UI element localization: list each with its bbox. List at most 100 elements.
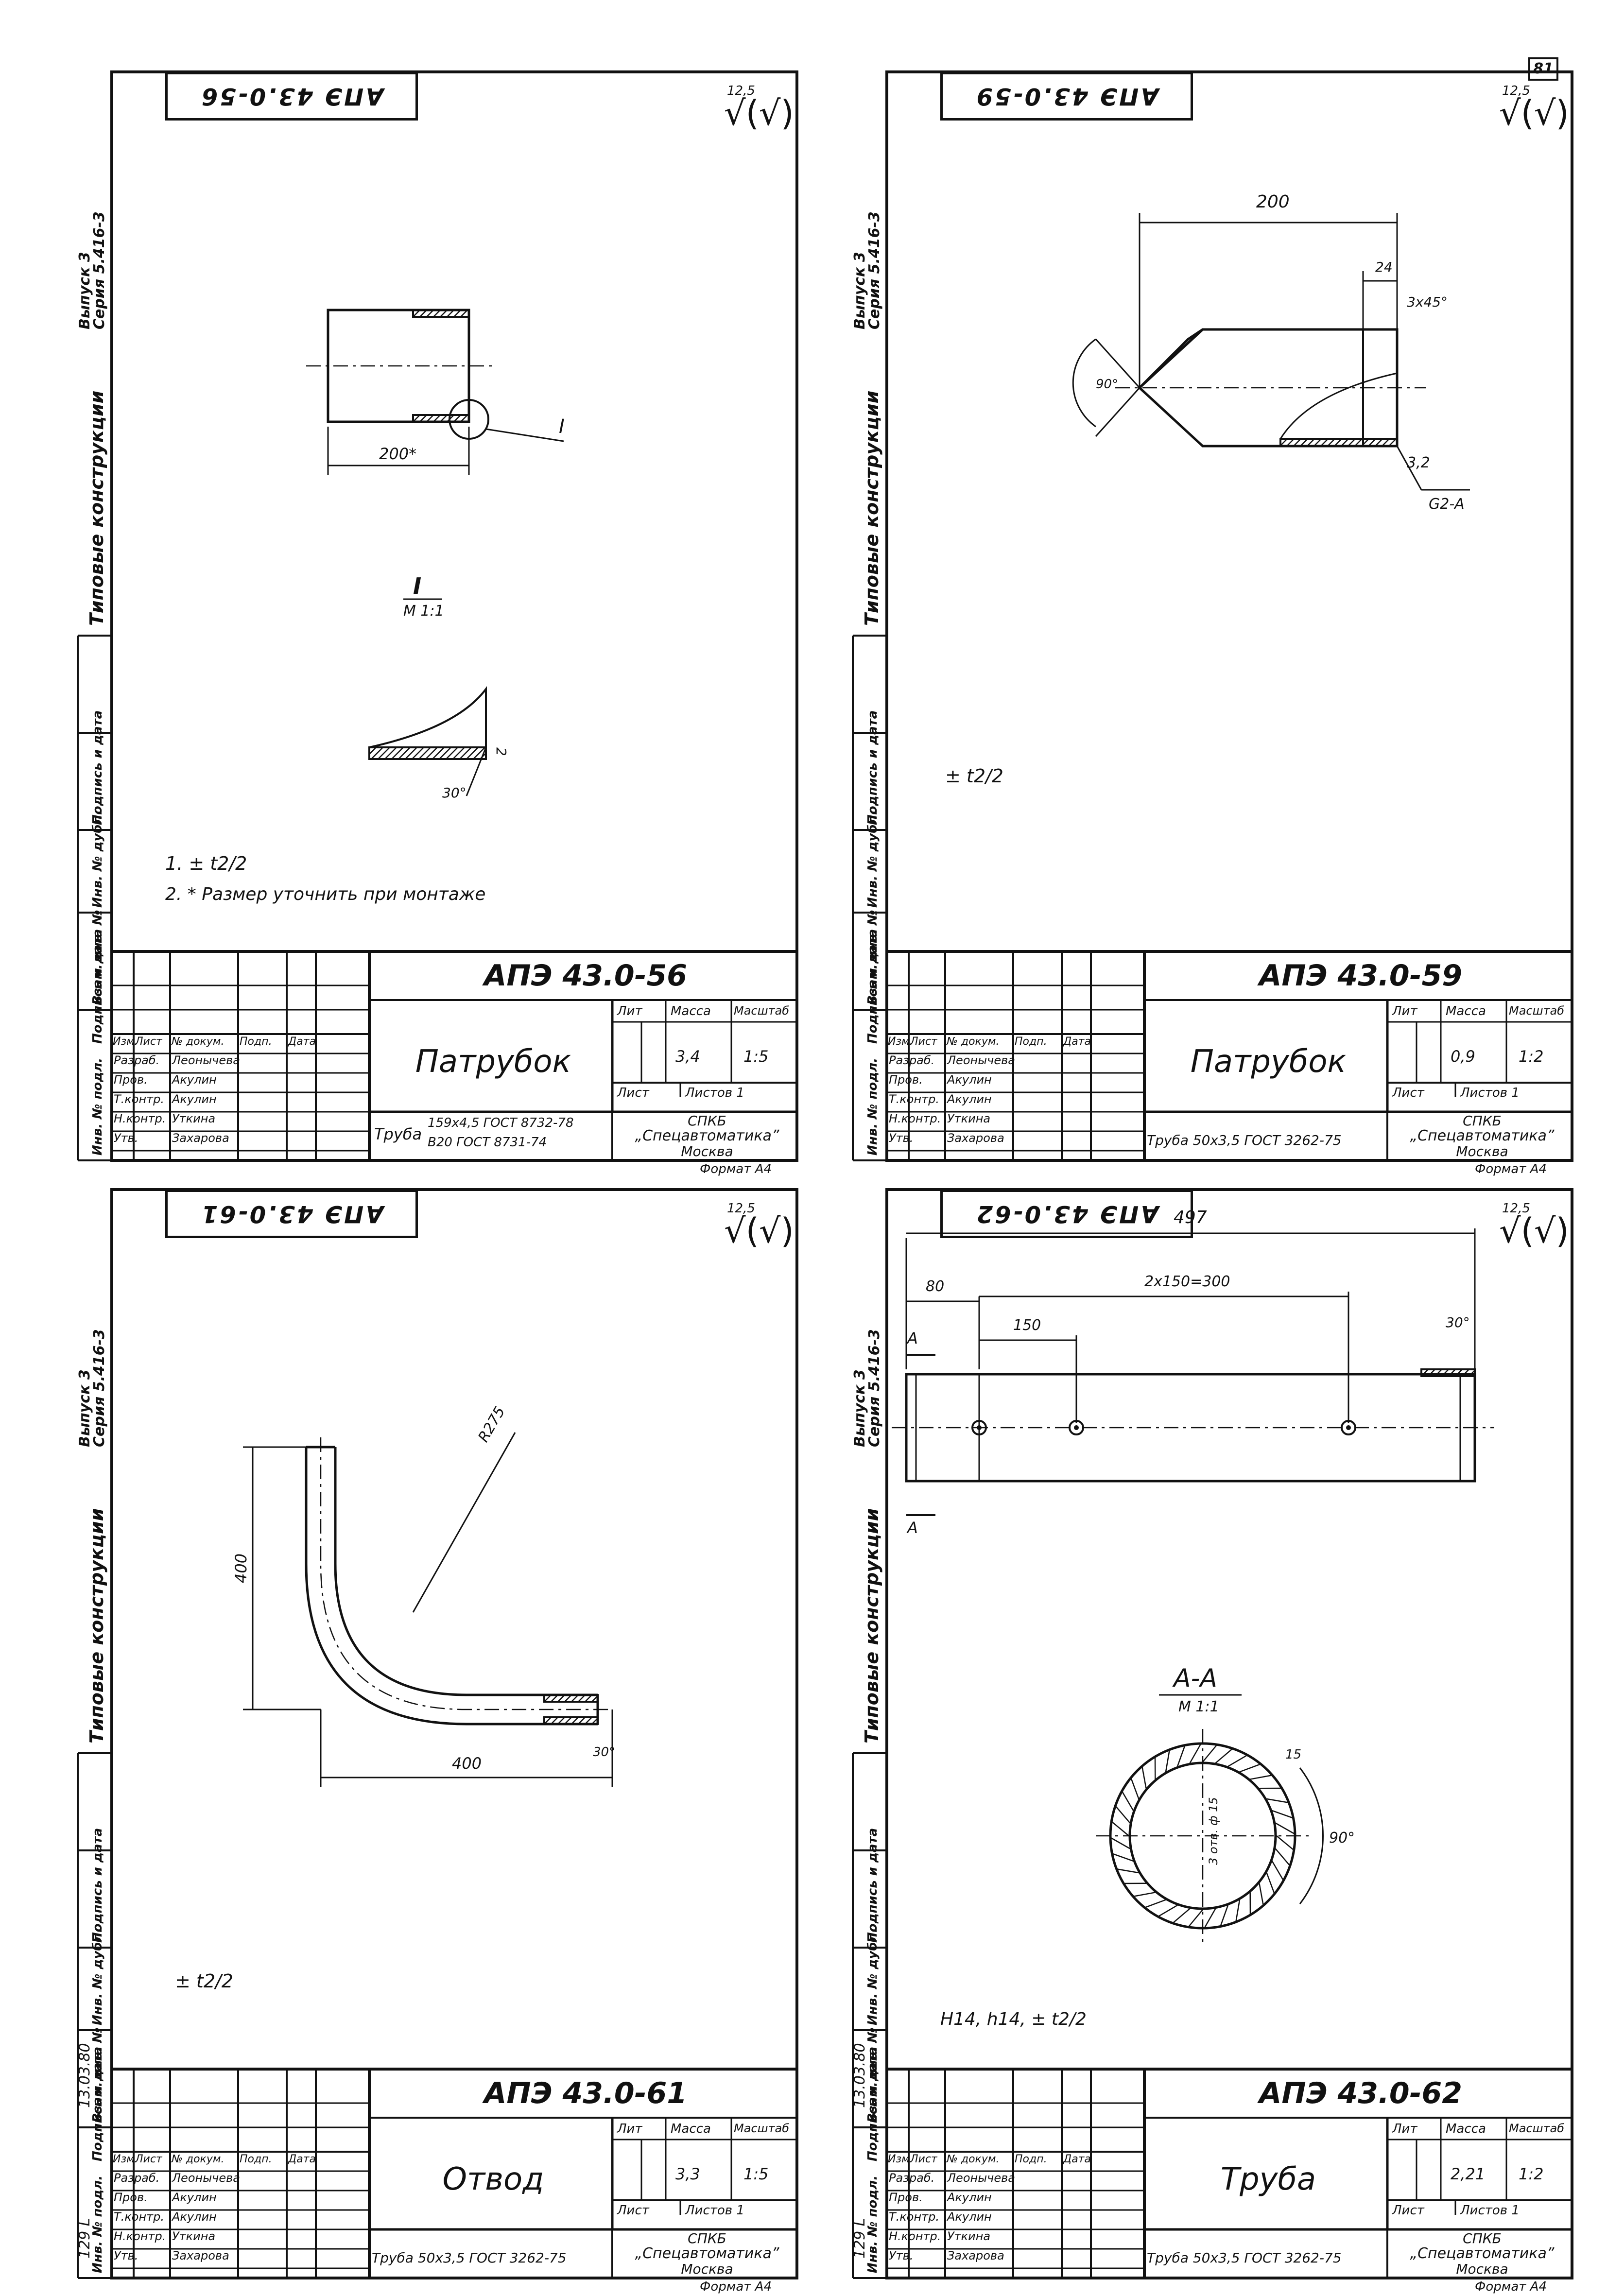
- section-scale: М 1:1: [1178, 1698, 1219, 1715]
- tb-header-3: Подп.: [240, 2153, 272, 2165]
- tb-material: Труба 50х3,5 ГОСТ 3262-75: [372, 2250, 567, 2266]
- note-1: ± t2/2: [175, 1970, 233, 1992]
- tb-role-1: Пров.: [114, 2191, 148, 2204]
- tb-format: Формат А4: [1475, 2279, 1547, 2294]
- tb-massa-label: Масса: [1446, 1004, 1486, 1019]
- tb-header-2: № докум.: [172, 2153, 225, 2165]
- hole-1-center: [977, 1425, 982, 1430]
- section-hatch-0: [1276, 1835, 1294, 1850]
- tb-material: Труба 50х3,5 ГОСТ 3262-75: [1147, 2250, 1342, 2266]
- hole-3-center: [1346, 1425, 1351, 1430]
- tb-role-0: Разраб.: [114, 1053, 160, 1067]
- tb-org-3: Москва: [681, 2261, 733, 2277]
- tb-header-1: Лист: [910, 2153, 937, 2165]
- sheet-frame: [852, 70, 1573, 1162]
- inverted-code-text: АПЭ 43.0-56: [199, 83, 384, 110]
- tb-massa-label: Масса: [671, 2122, 711, 2136]
- inverted-code-text: АПЭ 43.0-61: [199, 1200, 384, 1227]
- section-hatch-70: [1220, 1905, 1229, 1926]
- dim-chamfer: 3х45°: [1407, 294, 1448, 310]
- pipe-wall-top: [412, 309, 470, 318]
- tb-code: АПЭ 43.0-59: [1259, 959, 1462, 993]
- tb-role-4: Утв.: [889, 2249, 914, 2262]
- tb-sheets-label: Листов 1: [1460, 2203, 1520, 2218]
- tb-header-4: Дата: [288, 2153, 316, 2165]
- tb-sheets-label: Листов 1: [685, 2203, 744, 2218]
- drawing-border: [110, 70, 798, 1162]
- tb-role-1: Пров.: [889, 2191, 923, 2204]
- pipe-wall: [1420, 1368, 1476, 1377]
- tb-header-2: № докум.: [172, 1036, 225, 1048]
- tb-org-1: СПКБ: [688, 1113, 726, 1129]
- section-hatch-310: [1250, 1775, 1272, 1780]
- tb-role-3: Н.контр.: [889, 2229, 941, 2243]
- tb-org-2: „Спецавтоматика”: [635, 1127, 779, 1144]
- dim-width: 400: [452, 1754, 482, 1773]
- left-stack-label-0: Инв. № подл.: [865, 1057, 880, 1156]
- tb-role-3: Н.контр.: [889, 1112, 941, 1125]
- sidebar-series-text: Выпуск 3: [76, 1369, 93, 1447]
- section-hatch-250: [1176, 1746, 1185, 1767]
- tb-sheet-label: Лист: [617, 2203, 649, 2218]
- pipe-wall: [1279, 438, 1398, 447]
- section-hatch-150: [1117, 1868, 1139, 1874]
- detail-leader: [485, 428, 564, 442]
- tb-org-3: Москва: [1456, 1143, 1508, 1159]
- tb-org-3: Москва: [1456, 2261, 1508, 2277]
- detail-label: I: [559, 415, 565, 438]
- tb-role-3: Н.контр.: [114, 1112, 166, 1125]
- tb-name: Труба: [1220, 2161, 1316, 2197]
- tb-scale: 1:5: [743, 2165, 769, 2183]
- tb-lit-label: Лит: [617, 2122, 642, 2136]
- section-hatch-240: [1165, 1750, 1170, 1772]
- section-hatch-40: [1259, 1883, 1264, 1905]
- detail-title: I: [413, 573, 422, 599]
- section-hatch-110: [1158, 1904, 1178, 1917]
- tb-masshtab-label: Масштаб: [1509, 1004, 1565, 1018]
- tb-person-2: Акулин: [172, 1092, 217, 1106]
- page-number: 81: [1528, 57, 1558, 81]
- tb-mass: 0,9: [1451, 1047, 1475, 1066]
- section-hatch-100: [1173, 1908, 1191, 1923]
- sheet-frame: [77, 70, 798, 1162]
- tb-role-2: Т.контр.: [114, 1092, 165, 1106]
- roughness-check-icon: √(√): [724, 1211, 794, 1251]
- sidebar-seria-text: Серия 5.416-3: [866, 211, 883, 329]
- tb-sheet-label: Лист: [617, 1086, 649, 1100]
- tb-header-3: Подп.: [1015, 1036, 1047, 1048]
- section-hatch-220: [1141, 1767, 1147, 1789]
- pipe-wall-bottom: [412, 414, 470, 423]
- sidebar-typical: Типовые конструкции: [86, 390, 107, 626]
- tb-sheet-label: Лист: [1392, 1086, 1424, 1100]
- sidebar-typical: Типовые конструкции: [861, 390, 882, 626]
- dim-pitch: 2х150=300: [1144, 1273, 1230, 1290]
- tb-person-3: Уткина: [947, 2229, 991, 2243]
- note-2: 2. * Размер уточнить при монтаже: [165, 884, 486, 904]
- tb-header-0: Изм.: [888, 1036, 913, 1048]
- tb-material-1: 159х4,5 ГОСТ 8732-78: [428, 1116, 574, 1130]
- tb-role-4: Утв.: [889, 1131, 914, 1145]
- tb-material-label: Труба: [374, 1125, 422, 1143]
- inverted-code-stamp: АПЭ 43.0-62: [940, 1190, 1193, 1238]
- dim-first: 150: [1013, 1317, 1041, 1334]
- tb-header-0: Изм.: [113, 2153, 138, 2165]
- tb-role-4: Утв.: [114, 2249, 138, 2262]
- tb-material: Труба 50х3,5 ГОСТ 3262-75: [1147, 1132, 1342, 1148]
- tb-role-2: Т.контр.: [114, 2210, 165, 2224]
- dim-depth: 15: [1285, 1747, 1302, 1762]
- sidebar-typical: Типовые конструкции: [86, 1508, 107, 1744]
- section-hatch-340: [1272, 1810, 1293, 1818]
- inverted-code-text: АПЭ 43.0-62: [974, 1200, 1159, 1227]
- tb-role-2: Т.контр.: [889, 2210, 940, 2224]
- tb-person-3: Уткина: [172, 2229, 216, 2243]
- tb-header-0: Изм.: [113, 1036, 138, 1048]
- weld-mark: G2-A: [1429, 496, 1465, 513]
- section-hatch-300: [1239, 1763, 1260, 1773]
- tb-person-4: Захарова: [947, 1131, 1004, 1145]
- tb-role-2: Т.контр.: [889, 1092, 940, 1106]
- break-line: [1279, 372, 1398, 439]
- roughness-value: 12,5: [1502, 1201, 1530, 1216]
